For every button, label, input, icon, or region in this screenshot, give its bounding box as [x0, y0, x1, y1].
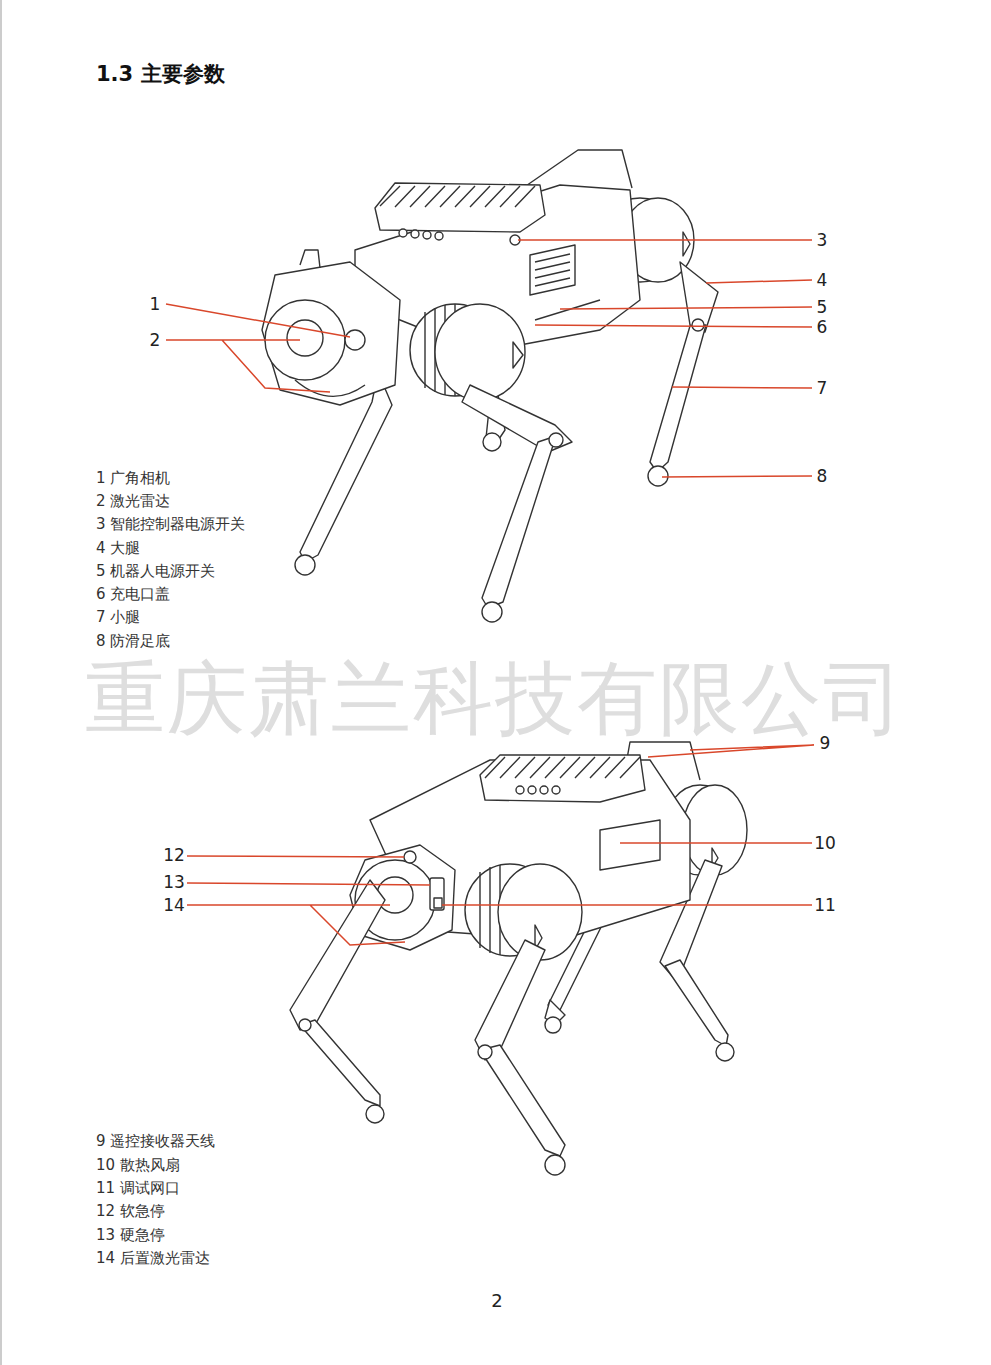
- part-list-item: 2 激光雷达: [96, 492, 170, 511]
- part-list-item: 3 智能控制器电源开关: [96, 515, 245, 534]
- part-list-item: 1 广角相机: [96, 469, 170, 488]
- callout-number: 7: [815, 378, 830, 398]
- callout-number: 12: [161, 845, 187, 865]
- callout-number: 1: [148, 294, 163, 314]
- section-title: 1.3 主要参数: [96, 60, 225, 88]
- part-list-item: 5 机器人电源开关: [96, 562, 215, 581]
- part-list-item: 10 散热风扇: [96, 1156, 180, 1175]
- callout-number: 14: [161, 895, 187, 915]
- part-list-item: 4 大腿: [96, 539, 140, 558]
- robot-top-view: [262, 150, 718, 622]
- page-number: 2: [491, 1290, 502, 1311]
- leader-lines: [166, 240, 814, 945]
- part-list-item: 14 后置激光雷达: [96, 1249, 210, 1268]
- part-list-item: 12 软急停: [96, 1202, 165, 1221]
- callout-number: 11: [812, 895, 838, 915]
- part-list-item: 11 调试网口: [96, 1179, 180, 1198]
- part-list-item: 8 防滑足底: [96, 632, 170, 651]
- callout-number: 10: [812, 833, 838, 853]
- callout-number: 13: [161, 872, 187, 892]
- callout-number: 5: [815, 297, 830, 317]
- callout-number: 6: [815, 317, 830, 337]
- callout-number: 8: [815, 466, 830, 486]
- callout-number: 4: [815, 270, 830, 290]
- part-list-item: 13 硬急停: [96, 1226, 165, 1245]
- watermark: 重庆肃兰科技有限公司: [85, 646, 905, 754]
- part-list-item: 6 充电口盖: [96, 585, 170, 604]
- part-list-item: 9 遥控接收器天线: [96, 1132, 215, 1151]
- callout-number: 2: [148, 330, 163, 350]
- callout-number: 9: [818, 733, 833, 753]
- page-edge: [0, 0, 2, 1365]
- part-list-item: 7 小腿: [96, 608, 140, 627]
- callout-number: 3: [815, 230, 830, 250]
- robot-rear-view: [290, 742, 747, 1175]
